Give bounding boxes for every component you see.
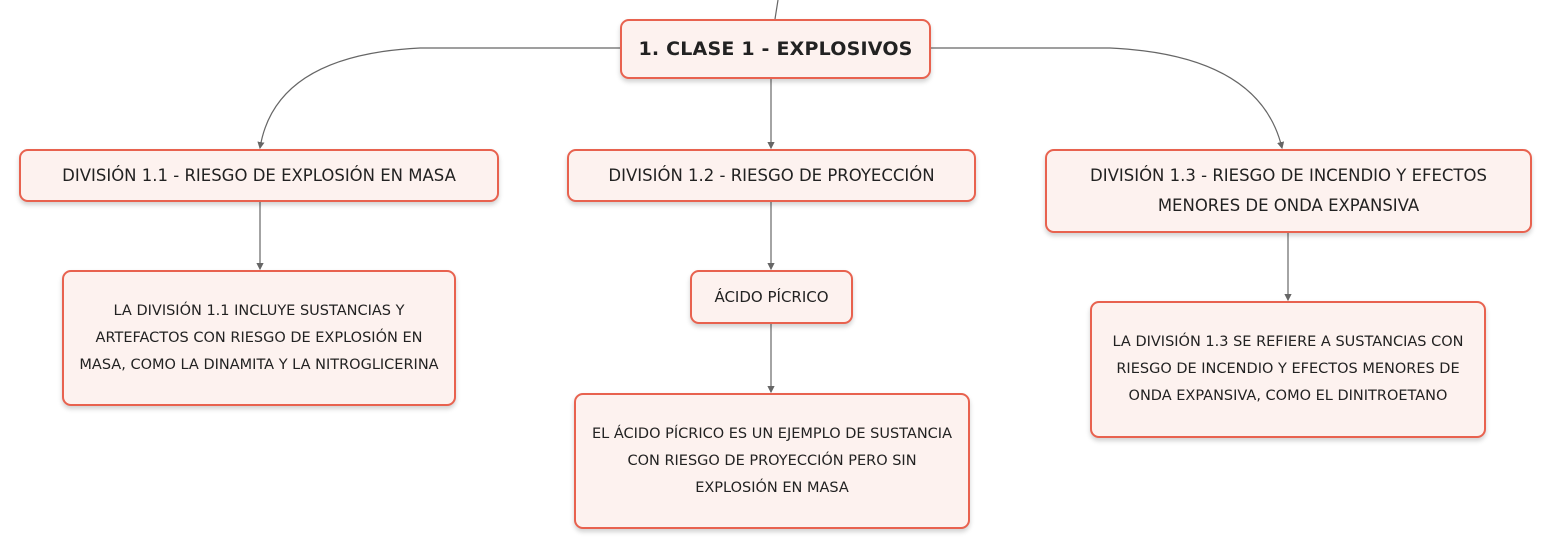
connector-root-to-division-1-1	[257, 47, 620, 150]
division-1-2-detail-text: EL ÁCIDO PÍCRICO ES UN EJEMPLO DE SUSTAN…	[592, 425, 953, 496]
division-1-1-node[interactable]: DIVISIÓN 1.1 - RIESGO DE EXPLOSIÓN EN MA…	[19, 149, 499, 202]
division-1-3-node[interactable]: DIVISIÓN 1.3 - RIESGO DE INCENDIO Y EFEC…	[1045, 149, 1532, 233]
division-1-3-detail-text: LA DIVISIÓN 1.3 SE REFIERE A SUSTANCIAS …	[1112, 334, 1464, 404]
division-1-1-detail-text: LA DIVISIÓN 1.1 INCLUYE SUSTANCIAS Y ART…	[79, 302, 439, 373]
division-1-2-node[interactable]: DIVISIÓN 1.2 - RIESGO DE PROYECCIÓN	[567, 149, 976, 202]
division-1-3-detail-node[interactable]: LA DIVISIÓN 1.3 SE REFIERE A SUSTANCIAS …	[1090, 301, 1486, 438]
root-node-label: 1. CLASE 1 - EXPLOSIVOS	[638, 38, 913, 60]
division-1-3-label: DIVISIÓN 1.3 - RIESGO DE INCENDIO Y EFEC…	[1090, 166, 1487, 215]
division-1-2-label: DIVISIÓN 1.2 - RIESGO DE PROYECCIÓN	[608, 165, 935, 185]
division-1-1-label: DIVISIÓN 1.1 - RIESGO DE EXPLOSIÓN EN MA…	[62, 165, 456, 185]
connector-parent-to-root	[774, 0, 779, 20]
acido-picrico-label: ÁCIDO PÍCRICO	[714, 288, 829, 306]
division-1-2-detail-node[interactable]: EL ÁCIDO PÍCRICO ES UN EJEMPLO DE SUSTAN…	[574, 393, 970, 529]
root-node[interactable]: 1. CLASE 1 - EXPLOSIVOS	[620, 19, 931, 79]
division-1-1-detail-node[interactable]: LA DIVISIÓN 1.1 INCLUYE SUSTANCIAS Y ART…	[62, 270, 456, 406]
acido-picrico-node[interactable]: ÁCIDO PÍCRICO	[690, 270, 853, 324]
connector-root-to-division-1-3	[930, 47, 1285, 150]
